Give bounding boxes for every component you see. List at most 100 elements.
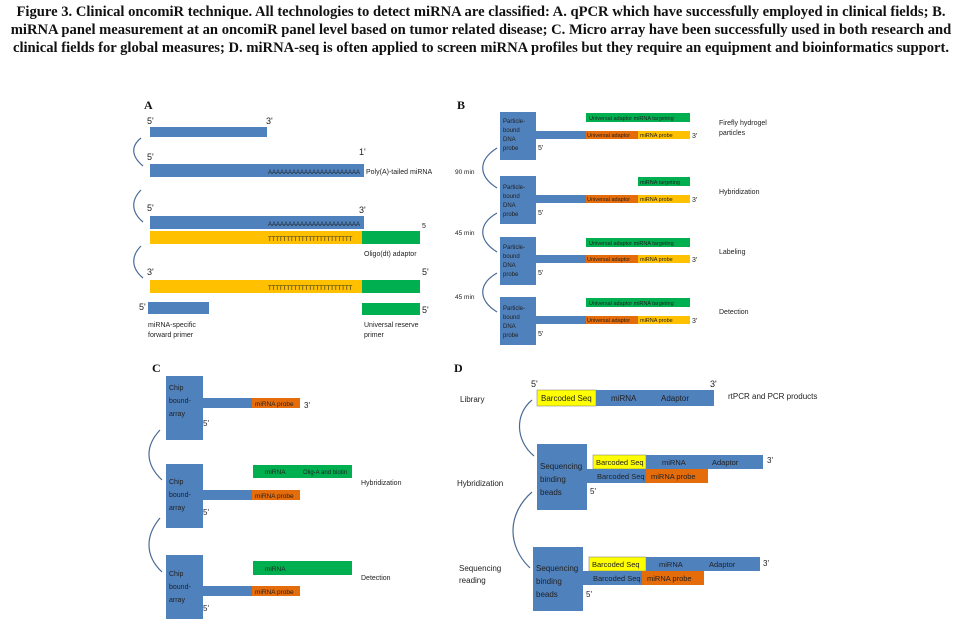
b-row1-five: 5' — [538, 145, 543, 152]
c-chip-1-l3: array — [169, 411, 185, 418]
a-row1-five-label: 5' — [147, 116, 154, 126]
a-row5-five-right: 5' — [422, 305, 429, 315]
b-linker-2 — [536, 195, 586, 203]
a-row4-polyt-seq: TTTTTTTTTTTTTTTTTTTTTTT — [268, 286, 353, 292]
panel-d-letter: D — [454, 361, 463, 375]
a-row1-three-label: 3' — [266, 116, 273, 126]
c-biotin-2 — [300, 465, 352, 478]
b-probe-1-text: miRNA probe — [640, 133, 673, 139]
a-polya-strand — [150, 164, 364, 177]
b-bead-1-l2: bound — [503, 128, 520, 134]
b-probe-3-text: miRNA probe — [640, 257, 673, 263]
d-hyb-probe-text: miRNA probe — [651, 472, 696, 481]
c-step-2: Detection — [361, 575, 391, 582]
c-chip-2-l3: array — [169, 505, 185, 512]
b-row2-three: 3' — [692, 197, 697, 204]
b-bead-3-l3: DNA — [503, 263, 516, 269]
b-adaptor-2 — [586, 195, 638, 203]
a-row4-three-label: 3' — [147, 267, 154, 277]
a-duplex-cdna — [150, 231, 362, 244]
d-hyb-mirna — [646, 455, 705, 469]
b-probe-4-text: miRNA probe — [640, 318, 673, 324]
d-reading-label-1: Sequencing — [459, 564, 501, 573]
b-linker-3 — [536, 255, 586, 263]
b-time-3: 45 min — [455, 294, 475, 301]
c-linker-3 — [203, 586, 252, 596]
a-oligo-label: Oligo(dt) adaptor — [364, 251, 417, 258]
b-bead-1 — [500, 112, 536, 160]
d-lib-three: 3' — [710, 379, 717, 389]
d-hyb-bead-barcoded-text: Barcoded Seq — [597, 472, 645, 481]
b-target-1 — [586, 113, 690, 122]
b-target-4 — [586, 298, 690, 307]
b-adaptor-3 — [586, 255, 638, 263]
b-adaptor-3-text: Universal adaptor — [587, 257, 630, 263]
d-hyb-bead-barcoded — [587, 469, 646, 483]
d-bead-1-l3: beads — [540, 488, 562, 497]
c-chip-1-l2: bound- — [169, 398, 191, 405]
d-bead-1 — [537, 444, 587, 510]
b-probe-4 — [638, 316, 690, 324]
c-chip-2-l1: Chip — [169, 479, 184, 486]
a-arrow-1 — [133, 137, 144, 167]
b-linker-4 — [536, 316, 586, 324]
b-time-2: 45 min — [455, 230, 475, 237]
d-products-label: rtPCR and PCR products — [728, 392, 817, 401]
c-mirna-2-text: miRNA — [265, 469, 286, 476]
c-linker-1 — [203, 398, 252, 408]
c-arrow-2 — [148, 517, 163, 573]
a-row4-five-label: 5' — [422, 267, 429, 277]
figure-caption: Figure 3. Clinical oncomiR technique. Al… — [10, 4, 952, 56]
d-lib-adaptor-text: Adaptor — [661, 394, 689, 403]
d-seq-bead-barcoded-text: Barcoded Seq — [593, 574, 641, 583]
b-row2-five: 5' — [538, 210, 543, 217]
d-seq-probe — [642, 571, 704, 585]
b-bead-4-l4: probe — [503, 333, 519, 339]
d-hyb-mirna-text: miRNA — [662, 458, 686, 467]
b-arrow-2 — [482, 212, 498, 253]
c-row2-five: 5' — [203, 508, 209, 517]
b-bead-1-l4: probe — [503, 146, 519, 152]
a-arrow-3 — [133, 245, 144, 279]
d-seq-mirna-text: miRNA — [659, 560, 683, 569]
c-row1-three: 3' — [304, 401, 310, 410]
b-bead-4-l1: Particle- — [503, 306, 525, 312]
panel-b: B Particle- bound DNA probe Universal ad… — [455, 98, 767, 345]
c-linker-2 — [203, 490, 252, 500]
c-chip-3-l1: Chip — [169, 571, 184, 578]
b-target-2-text: miRNA targeting — [640, 180, 680, 186]
d-bead-2 — [533, 547, 583, 611]
a-row3-five-alt: 5 — [422, 223, 426, 230]
b-bead-2-l2: bound — [503, 194, 520, 200]
a-duplex-mirna — [150, 216, 364, 229]
c-row3-five: 5' — [203, 604, 209, 613]
c-mirna-3-text: miRNA — [265, 566, 286, 573]
b-probe-1 — [638, 131, 690, 139]
d-lib-barcoded-text: Barcoded Seq — [541, 394, 592, 403]
a-cdna-adaptor — [362, 280, 420, 293]
d-seq-five: 5' — [586, 590, 592, 599]
c-probe-2 — [252, 490, 300, 500]
b-bead-2-l1: Particle- — [503, 185, 525, 191]
c-probe-1-text: miRNA probe — [255, 401, 294, 408]
a-row3-polyt-seq: TTTTTTTTTTTTTTTTTTTTTTT — [268, 237, 353, 243]
b-bead-4 — [500, 297, 536, 345]
a-row3-polya-seq: AAAAAAAAAAAAAAAAAAAAAAA — [268, 222, 360, 228]
a-cdna-strand — [150, 280, 362, 293]
b-bead-4-l3: DNA — [503, 324, 516, 330]
b-bead-2-l3: DNA — [503, 203, 516, 209]
c-probe-2-text: miRNA probe — [255, 493, 294, 500]
b-adaptor-1-text: Universal adaptor — [587, 133, 630, 139]
d-lib-mirna-text: miRNA — [611, 394, 637, 403]
b-target-2 — [638, 177, 690, 186]
b-target-3-text: Universal adaptor miRNA targeting — [589, 241, 674, 247]
c-biotin-2-text: Olig-A and biotin — [303, 470, 347, 476]
c-probe-3 — [252, 586, 300, 596]
c-chip-3 — [166, 555, 203, 619]
b-step-1a: Firefly hydrogel — [719, 120, 767, 127]
c-chip-2-l2: bound- — [169, 492, 191, 499]
c-chip-3-l3: array — [169, 597, 185, 604]
b-adaptor-4 — [586, 316, 638, 324]
b-row3-five: 5' — [538, 270, 543, 277]
d-hyb-five: 5' — [590, 487, 596, 496]
